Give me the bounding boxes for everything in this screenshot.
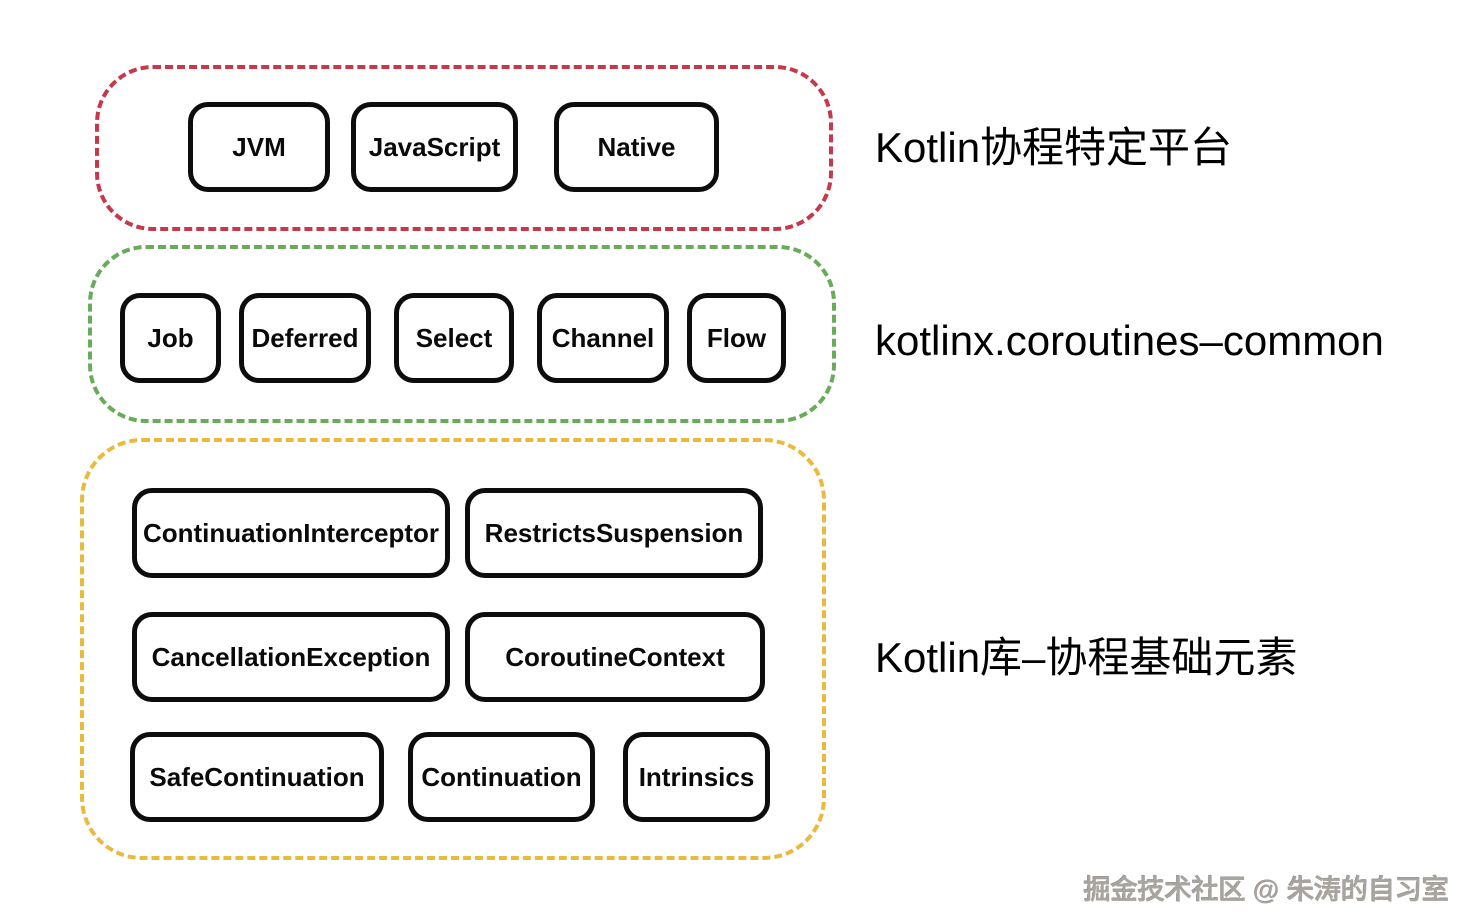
node-coroutine-context: CoroutineContext [465, 612, 765, 702]
node-continuation: Continuation [408, 732, 595, 822]
node-job-label: Job [147, 322, 194, 353]
node-deferred: Deferred [239, 293, 371, 383]
watermark: 掘金技术社区 @ 朱涛的自习室 [1083, 875, 1449, 905]
coroutines-common-row: Job Deferred Select Channel Flow [120, 293, 786, 383]
node-jvm: JVM [188, 102, 330, 192]
node-intrinsics: Intrinsics [623, 732, 770, 822]
stdlib-row-1: ContinuationInterceptor RestrictsSuspens… [132, 488, 763, 578]
node-restricts-suspension: RestrictsSuspension [465, 488, 763, 578]
node-select-label: Select [415, 322, 493, 353]
node-flow: Flow [687, 293, 786, 383]
section-label-platform-specific: Kotlin协程特定平台 [875, 124, 1233, 171]
node-continuation-label: Continuation [421, 761, 582, 792]
node-coroutine-context-label: CoroutineContext [505, 641, 725, 672]
section-label-kotlin-stdlib-basics: Kotlin库–协程基础元素 [875, 634, 1298, 681]
node-select: Select [394, 293, 514, 383]
stdlib-row-2: CancellationException CoroutineContext [132, 612, 765, 702]
node-javascript-label: JavaScript [368, 131, 501, 162]
platform-row: JVM JavaScript Native [188, 102, 719, 192]
node-job: Job [120, 293, 221, 383]
node-restricts-suspension-label: RestrictsSuspension [484, 517, 744, 548]
node-continuation-interceptor-label: ContinuationInterceptor [142, 517, 440, 548]
stdlib-row-3: SafeContinuation Continuation Intrinsics [130, 732, 770, 822]
section-label-coroutines-common: kotlinx.coroutines–common [875, 317, 1384, 364]
node-native-label: Native [597, 131, 676, 162]
node-jvm-label: JVM [232, 131, 286, 162]
node-intrinsics-label: Intrinsics [638, 761, 755, 792]
node-flow-label: Flow [706, 322, 767, 353]
node-channel-label: Channel [551, 322, 655, 353]
group-coroutines-common: Job Deferred Select Channel Flow [88, 245, 836, 423]
group-kotlin-stdlib-basics: ContinuationInterceptor RestrictsSuspens… [80, 438, 826, 860]
node-continuation-interceptor: ContinuationInterceptor [132, 488, 450, 578]
node-safe-continuation: SafeContinuation [130, 732, 384, 822]
node-deferred-label: Deferred [251, 322, 359, 353]
node-native: Native [554, 102, 719, 192]
node-channel: Channel [537, 293, 669, 383]
group-platform-specific: JVM JavaScript Native [95, 65, 833, 231]
node-javascript: JavaScript [351, 102, 518, 192]
node-cancellation-exception-label: CancellationException [151, 641, 431, 672]
node-cancellation-exception: CancellationException [132, 612, 450, 702]
node-safe-continuation-label: SafeContinuation [149, 761, 365, 792]
